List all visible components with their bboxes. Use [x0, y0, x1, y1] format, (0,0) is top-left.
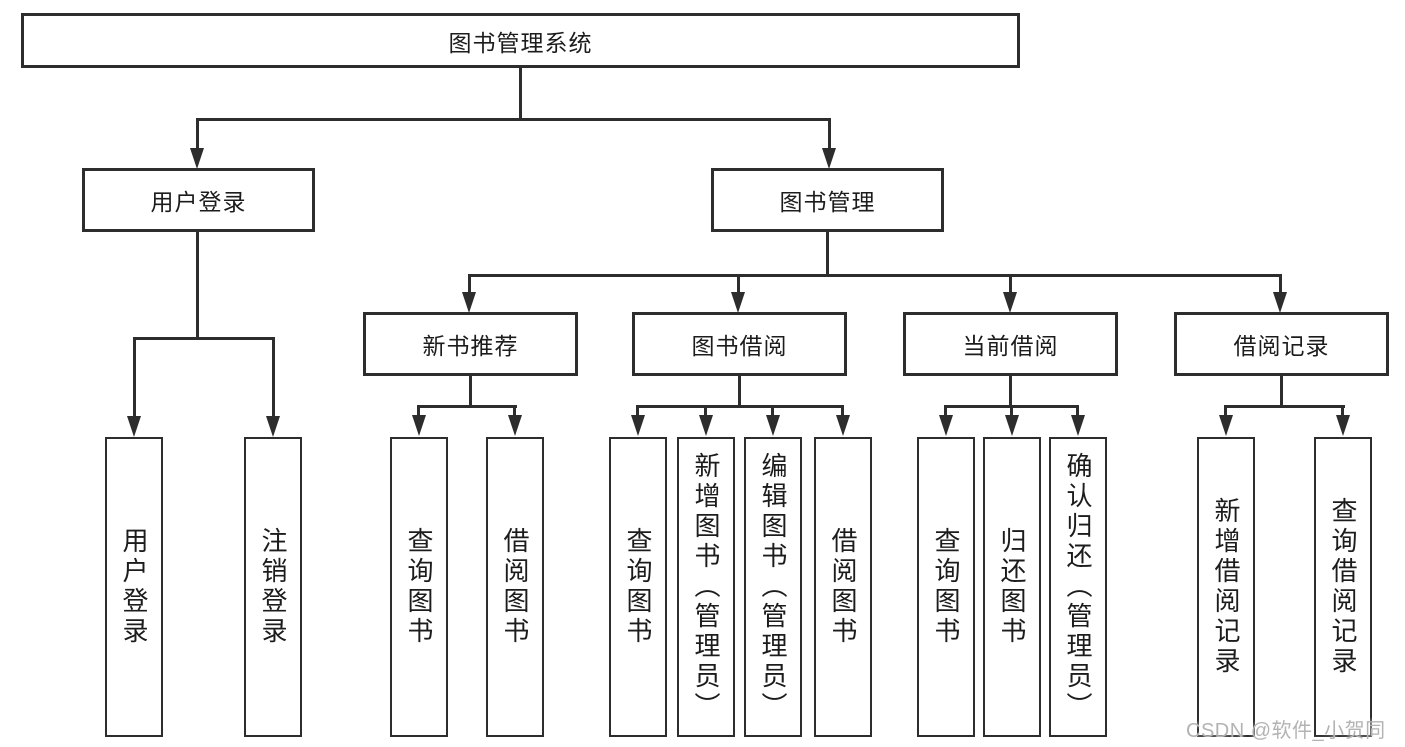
arrowhead-down-icon — [190, 148, 204, 169]
connector-hline — [1224, 405, 1345, 408]
leaf-borrow-books: 借阅图书 — [486, 437, 544, 737]
connector-vline — [737, 274, 740, 294]
connector-vline — [828, 118, 831, 154]
arrowhead-down-icon — [127, 416, 141, 437]
leaf-label: 借阅图书 — [828, 527, 858, 647]
connector-vline — [469, 376, 472, 405]
leaf-label: 查询图书 — [623, 527, 653, 647]
connector-vline — [196, 118, 199, 154]
connector-vline — [468, 274, 471, 294]
connector-vline — [636, 405, 639, 417]
csdn-watermark: CSDN @软件_小贺同学 — [1186, 720, 1386, 742]
arrowhead-down-icon — [1219, 415, 1233, 436]
arrowhead-down-icon — [699, 415, 713, 436]
connector-vline — [1076, 405, 1079, 417]
leaf-label: 查询图书 — [931, 527, 961, 647]
arrowhead-down-icon — [822, 148, 836, 169]
arrowhead-down-icon — [731, 292, 745, 313]
connector-vline — [196, 232, 199, 337]
leaf-query-books: 查询图书 — [609, 437, 667, 737]
leaf-label: 查询借阅记录 — [1328, 497, 1358, 677]
connector-vline — [417, 405, 420, 417]
arrowhead-down-icon — [266, 416, 280, 437]
leaf-edit-books-admin: 编辑图书（管理员） — [744, 437, 802, 737]
connector-vline — [513, 405, 516, 417]
leaf-borrow-books: 借阅图书 — [814, 437, 872, 737]
connector-vline — [1280, 376, 1283, 405]
node-user-login: 用户登录 — [82, 168, 315, 232]
connector-vline — [738, 376, 741, 405]
arrowhead-down-icon — [939, 415, 953, 436]
arrowhead-down-icon — [412, 415, 426, 436]
leaf-label: 新增借阅记录 — [1211, 497, 1241, 677]
arrowhead-down-icon — [766, 415, 780, 436]
node-new-book-recommendation: 新书推荐 — [363, 312, 578, 376]
connector-vline — [1224, 405, 1227, 417]
connector-hline — [636, 405, 844, 408]
leaf-user-login: 用户登录 — [105, 437, 163, 737]
connector-hline — [417, 405, 517, 408]
arrowhead-down-icon — [836, 415, 850, 436]
leaf-label: 查询图书 — [404, 527, 434, 647]
connector-vline — [1279, 274, 1282, 294]
leaf-return-books: 归还图书 — [983, 437, 1041, 737]
leaf-query-books: 查询图书 — [917, 437, 975, 737]
connector-vline — [841, 405, 844, 417]
leaf-query-borrow-record: 查询借阅记录 — [1314, 437, 1372, 737]
connector-hline — [133, 337, 275, 340]
leaf-label: 用户登录 — [119, 527, 149, 647]
connector-hline — [196, 118, 831, 121]
connector-vline — [1009, 376, 1012, 405]
node-book-borrowing: 图书借阅 — [632, 312, 847, 376]
node-current-borrowing: 当前借阅 — [903, 312, 1118, 376]
connector-vline — [826, 232, 829, 274]
node-library-system: 图书管理系统 — [21, 13, 1020, 68]
leaf-label: 确认归还（管理员） — [1063, 452, 1093, 722]
connector-vline — [133, 337, 136, 417]
connector-vline — [944, 405, 947, 417]
connector-vline — [771, 405, 774, 417]
leaf-query-books: 查询图书 — [390, 437, 448, 737]
leaf-label: 新增图书（管理员） — [691, 452, 721, 722]
leaf-logout: 注销登录 — [244, 437, 302, 737]
arrowhead-down-icon — [1005, 415, 1019, 436]
leaf-label: 编辑图书（管理员） — [758, 452, 788, 722]
leaf-confirm-return-admin: 确认归还（管理员） — [1049, 437, 1107, 737]
connector-vline — [519, 68, 522, 118]
arrowhead-down-icon — [1071, 415, 1085, 436]
leaf-add-books-admin: 新增图书（管理员） — [677, 437, 735, 737]
connector-vline — [1341, 405, 1344, 417]
node-book-management: 图书管理 — [711, 168, 944, 232]
arrowhead-down-icon — [631, 415, 645, 436]
connector-vline — [1010, 405, 1013, 417]
arrowhead-down-icon — [508, 415, 522, 436]
node-borrowing-records: 借阅记录 — [1174, 312, 1389, 376]
connector-vline — [272, 337, 275, 417]
arrowhead-down-icon — [1273, 292, 1287, 313]
arrowhead-down-icon — [1336, 415, 1350, 436]
connector-vline — [704, 405, 707, 417]
leaf-add-borrow-record: 新增借阅记录 — [1197, 437, 1255, 737]
arrowhead-down-icon — [462, 292, 476, 313]
leaf-label: 注销登录 — [258, 527, 288, 647]
connector-hline — [468, 274, 1282, 277]
leaf-label: 归还图书 — [997, 527, 1027, 647]
connector-vline — [1009, 274, 1012, 294]
arrowhead-down-icon — [1003, 292, 1017, 313]
leaf-label: 借阅图书 — [500, 527, 530, 647]
